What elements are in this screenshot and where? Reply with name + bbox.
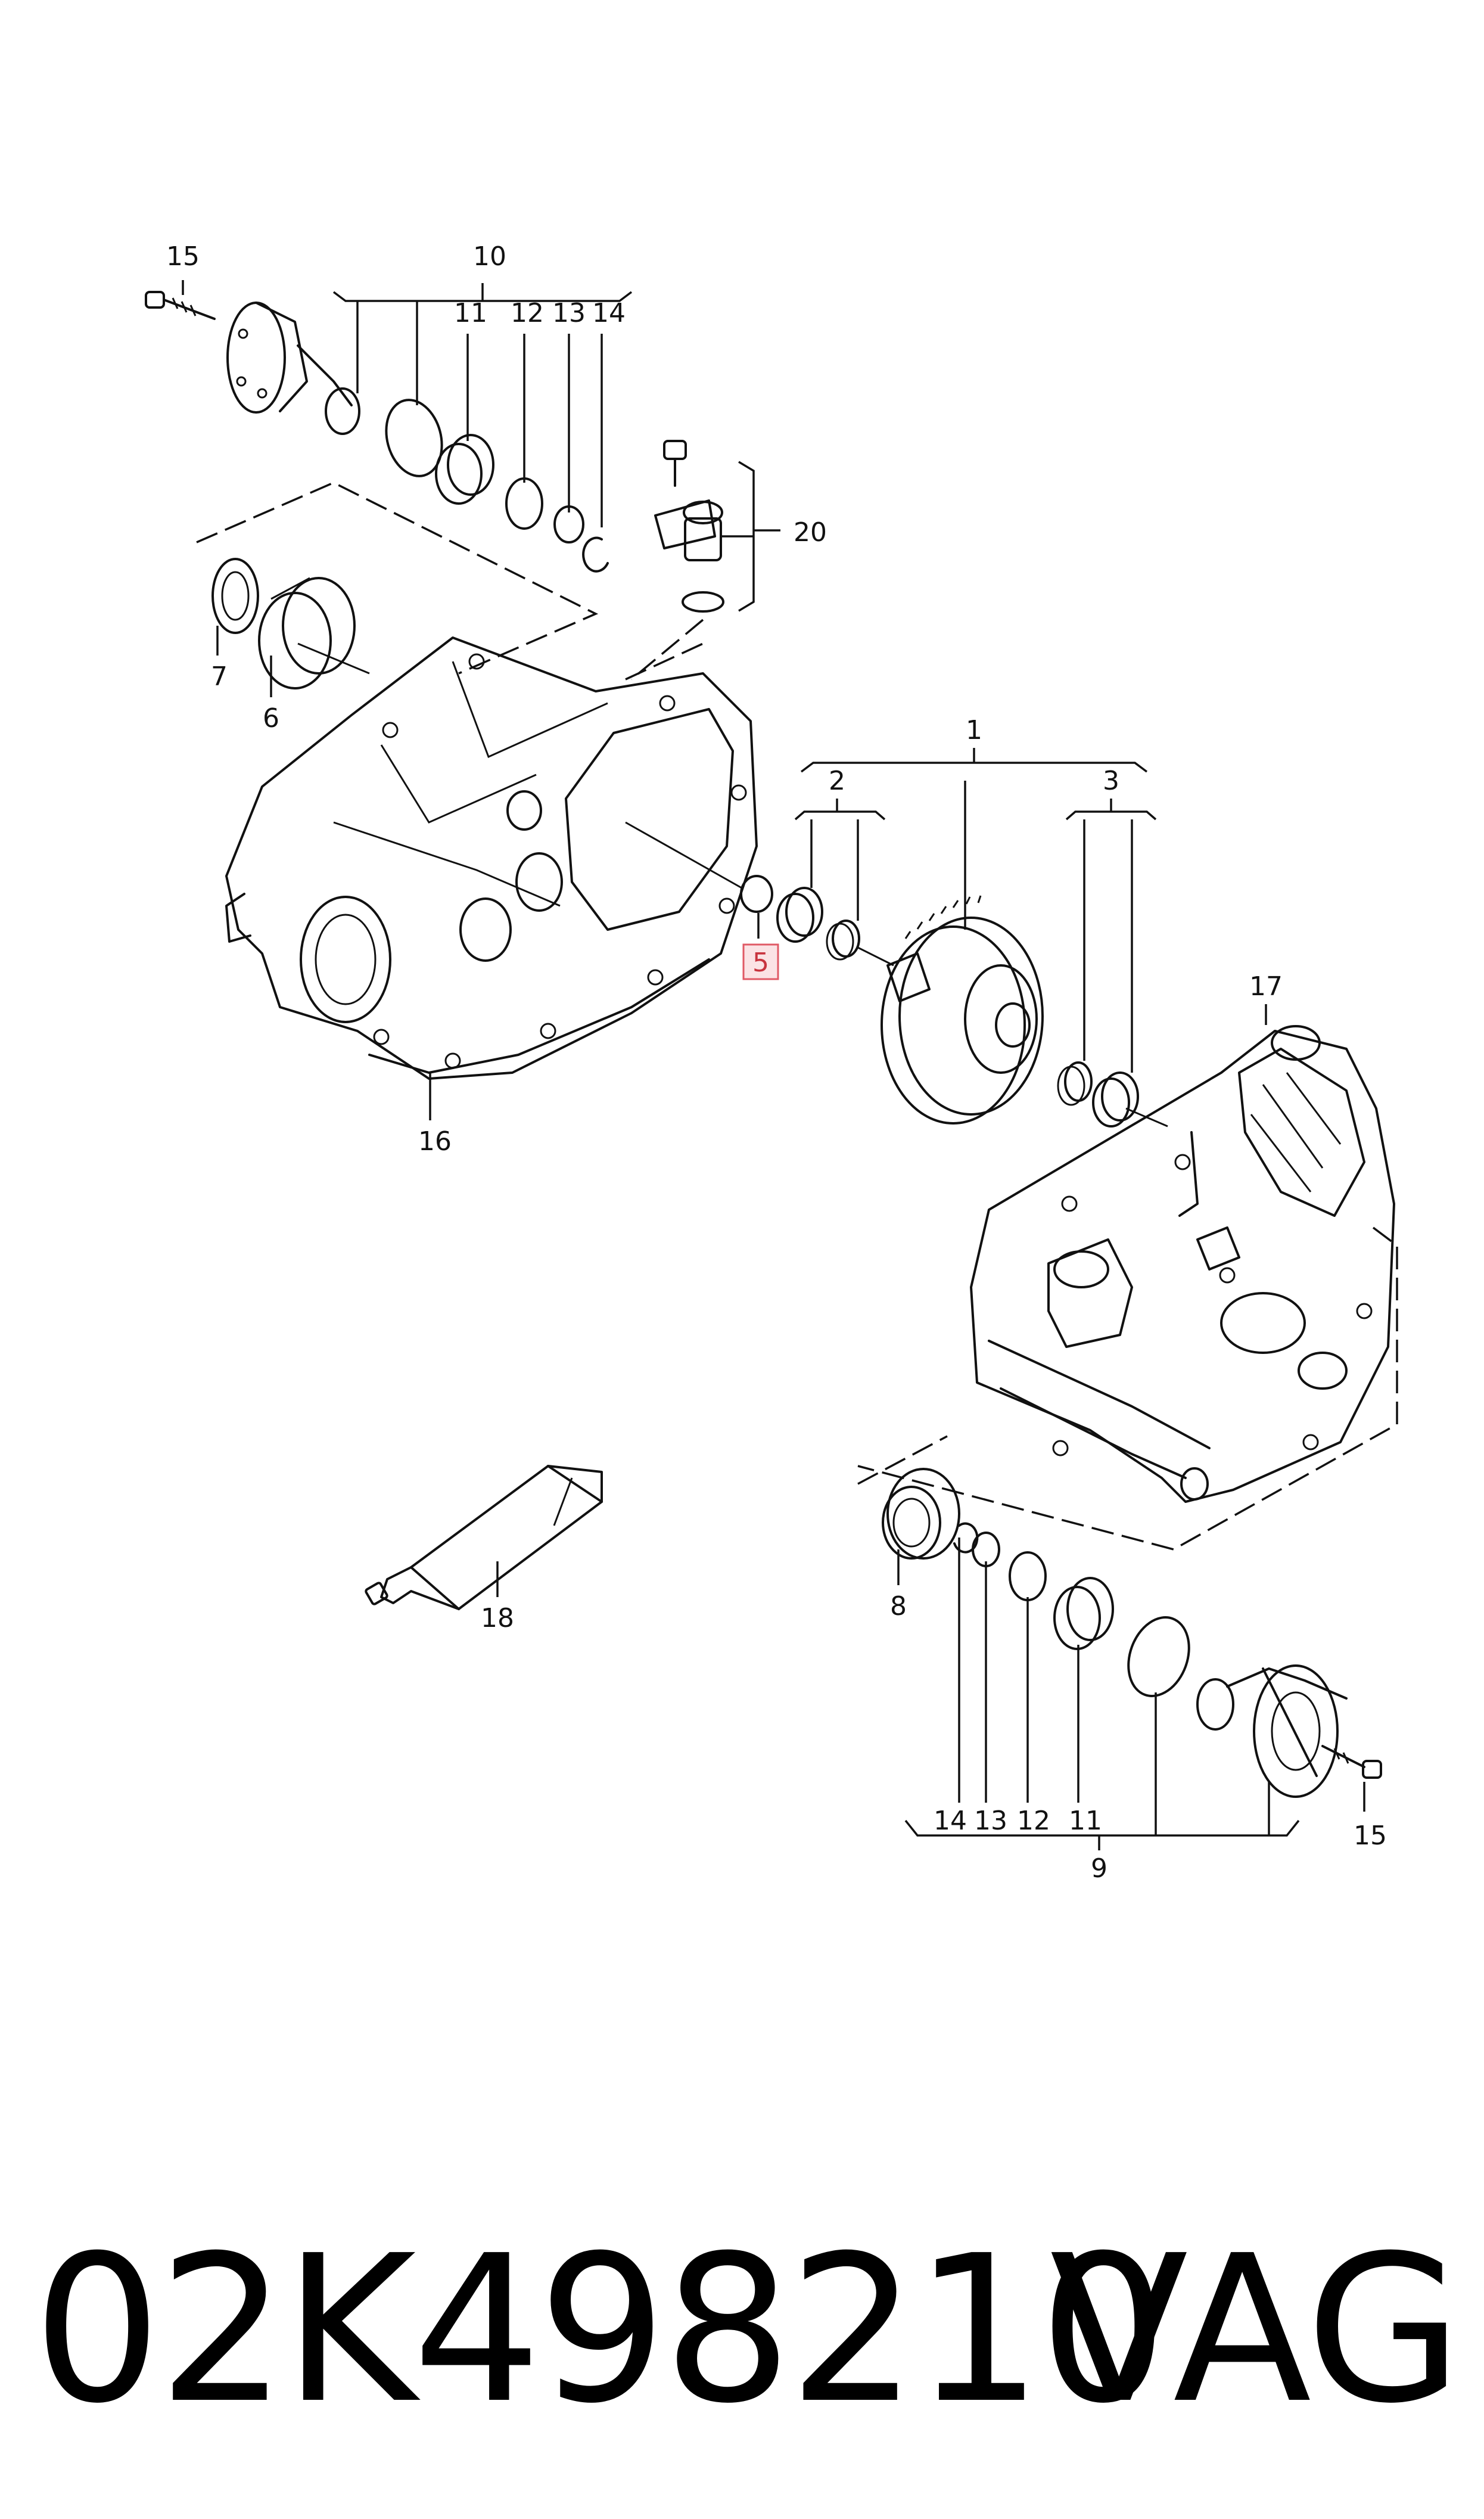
sealant-tube [365,1465,603,1610]
exploded-parts-diagram: 15 10 11 12 13 14 20 7 6 1 2 3 5 17 16 1… [145,241,1398,1884]
callout-13-top: 13 [552,298,586,328]
callout-8: 8 [890,1591,907,1622]
callout-20: 20 [794,517,827,548]
bracket-9 [904,1819,1300,1837]
seal-5 [740,875,773,913]
housing-right [970,1025,1395,1503]
part-number: 02K498210 [33,2212,1168,2448]
callout-16: 16 [418,1126,452,1157]
o-ring-top [385,399,443,477]
callout-18: 18 [481,1603,514,1633]
callout-6: 6 [263,703,279,734]
bearing-bottom [1053,1577,1114,1650]
circlip-top [582,536,609,573]
differential-1 [857,895,1044,1125]
bearing-left [258,577,356,689]
bearing-top [435,434,494,505]
callout-17: 17 [1249,971,1283,1002]
callout-15-top: 15 [166,241,200,272]
sensor-o-ring [682,591,724,613]
callout-9: 9 [1091,1853,1107,1884]
callout-1: 1 [966,715,982,746]
callout-15-bottom: 15 [1354,1821,1387,1851]
speed-sensor [654,440,724,613]
callout-10: 10 [473,241,506,272]
callout-12-top: 12 [511,298,544,328]
callout-14-top: 14 [592,298,626,328]
bracket-3 [1065,810,1157,821]
brand-name: VAG [1050,2212,1463,2448]
callout-13-bottom: 13 [974,1806,1007,1836]
callout-7: 7 [211,661,228,692]
callout-12-bottom: 12 [1017,1806,1050,1836]
snap-ring-bottom [972,1532,1000,1567]
output-flange-top [226,302,360,435]
bracket-2 [794,810,886,821]
bolt-bottom [1321,1745,1382,1779]
flange-shaft-assembly-top [145,291,609,573]
callout-5: 5 [752,948,769,978]
dashed-group-top [196,482,599,675]
callout-11-bottom: 11 [1069,1806,1102,1836]
seal-bottom [882,1468,960,1560]
bolt-top [145,291,216,320]
housing-left [225,636,758,1080]
seal-left [211,558,259,634]
race-top [505,477,543,530]
output-flange-bottom [1196,1664,1348,1798]
o-ring-bottom [1127,1616,1190,1697]
bearing-3 [1057,1061,1139,1128]
callout-2: 2 [829,766,845,796]
callout-14-bottom: 14 [934,1806,967,1836]
callout-11-top: 11 [454,298,487,328]
callout-5-highlight[interactable]: 5 [742,943,779,980]
bearing-2 [776,887,860,961]
bracket-1 [800,762,1148,773]
race-bottom [1009,1551,1047,1601]
callout-3: 3 [1103,766,1119,796]
footer: 02K498210 VAG [0,2205,1484,2455]
